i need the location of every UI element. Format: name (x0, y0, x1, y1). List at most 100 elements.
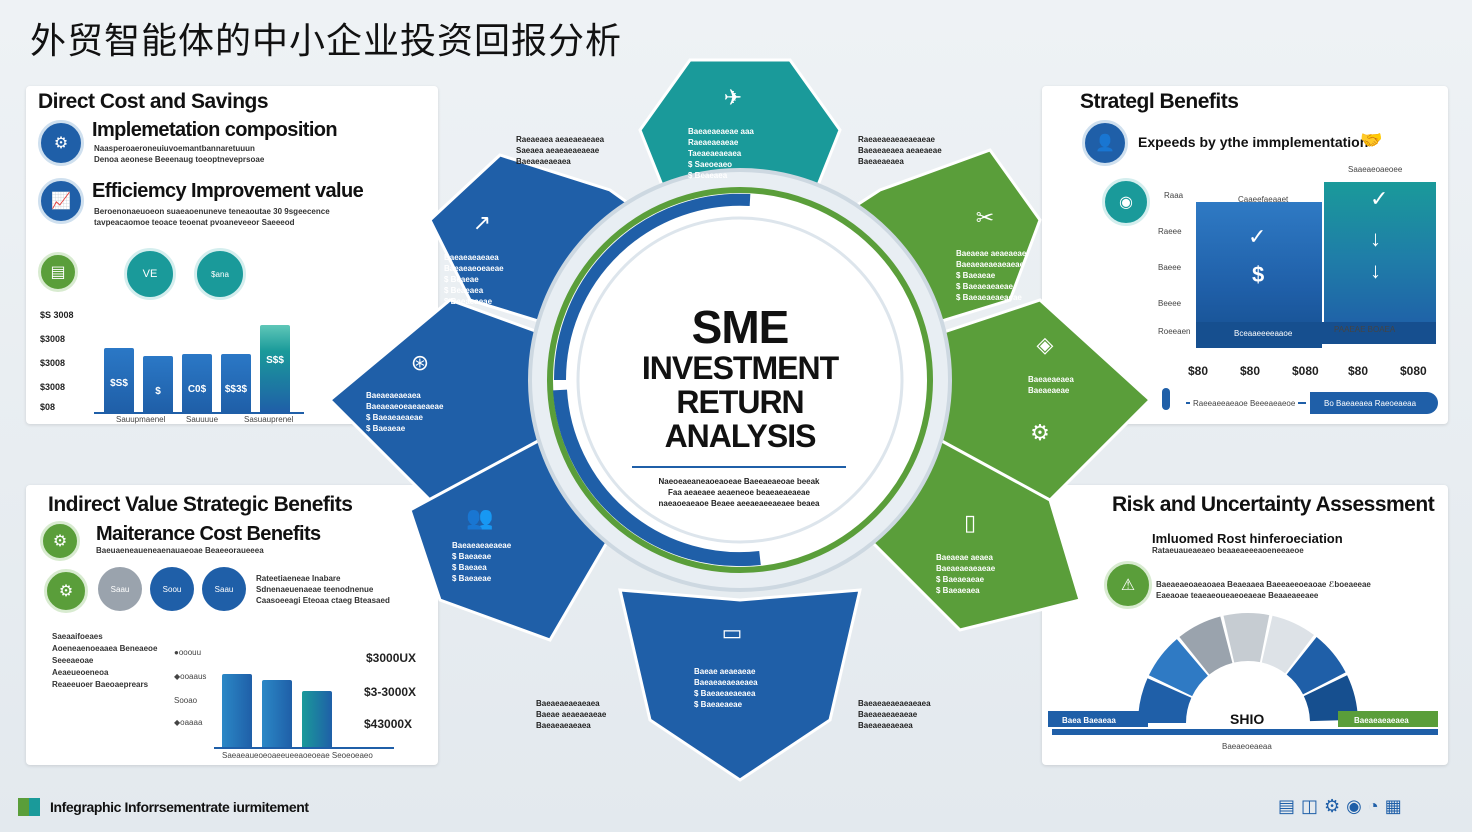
maintenance-icon: ⚙ (40, 521, 80, 561)
indirect-value: $3000UX (366, 651, 417, 665)
strategic-main-icon: 👤 (1082, 120, 1128, 166)
strategic-block-header: Caaeefaeaaet (1238, 195, 1289, 204)
indirect-bar (262, 680, 292, 747)
footer-logo-icon (18, 798, 40, 816)
y-tick: $3008 (40, 382, 66, 392)
strategic-bottom-label: $80 (1240, 364, 1261, 378)
direct-y-axis: $S 3008 $3008 $3008 $3008 $08 (40, 310, 90, 412)
strategic-title: Strategl Benefits (1080, 90, 1239, 113)
strategic-symbol: ✓ (1370, 186, 1389, 211)
footer-text: Infegraphic Inforrsementrate iurmitement (50, 799, 309, 815)
gauge-segment (1303, 675, 1358, 722)
stat-bubble-1: VE (124, 248, 176, 300)
efficiency-icon: 📈 (38, 178, 84, 224)
trend-icon: ↗ (473, 211, 491, 236)
strategic-footer-label: PAAEAE BOAEA (1334, 325, 1396, 334)
strategic-row-label: Beeee (1158, 299, 1182, 308)
strategic-symbol: ↓ (1370, 226, 1381, 251)
gauge-segment (1223, 613, 1270, 663)
direct-bar: $$3$ (221, 354, 251, 412)
progress-label: Raeeaeeaeaoe Beeeaeaeoe (1190, 398, 1299, 409)
direct-bar: S$$ (260, 325, 290, 412)
direct-bar: $ (143, 356, 173, 412)
x-label: Sauupmaenel (116, 415, 166, 424)
people-icon: 👥 (466, 506, 493, 531)
direct-bar-label: $ (155, 386, 161, 397)
footer-icons: ▤◫⚙◉◔▦ (1278, 796, 1408, 816)
gauge-segment (1179, 616, 1233, 675)
blue-arc-bottom (553, 389, 761, 567)
gauge-base (1052, 729, 1438, 735)
strategic-row-label: Baeee (1158, 263, 1182, 272)
direct-bar: $S$ (104, 348, 134, 412)
progress-pill (1310, 392, 1438, 414)
cost-composition-icon: ⚙ (38, 120, 84, 166)
person-icon (1162, 388, 1170, 410)
handshake-icon: 🤝 (1360, 130, 1383, 150)
indirect-value: $43000X (364, 717, 413, 731)
strategic-bottom-label: $080 (1400, 364, 1427, 378)
center-title-sme: SME (691, 301, 790, 353)
strategic-row-label: Roeeaen (1158, 327, 1191, 336)
gauge-segment (1286, 636, 1346, 695)
strategic-row-label: Raaa (1164, 191, 1184, 200)
progress-pill-label: Bo Baeaeaea Raeoeaeaa (1324, 399, 1417, 408)
y-tick: $08 (40, 402, 56, 412)
gauge-bottom-label: Baeaeoeaeaa (1222, 742, 1272, 751)
bubble-green: ⚙ (44, 569, 88, 613)
direct-bar-label: S$$ (266, 355, 284, 366)
strategic-panel: Strategl Benefits 👤 Expeeds by ythe immp… (1042, 86, 1448, 424)
row-label: ◆oaaaa (174, 718, 203, 727)
direct-bar-chart: $S$ $ C0$ $$3$ S$$ (104, 296, 304, 412)
petal-lower-left-text: Baeaeaeaeaeae$ Baeaeae$ Baeaea$ Baeaeae (452, 541, 512, 583)
stat-bubble-2: $ana (194, 248, 246, 300)
strategic-symbol: $ (1252, 262, 1265, 287)
row-label: ◆ooaaus (174, 672, 207, 681)
bubble-gray: Saau (98, 567, 142, 611)
risk-title: Risk and Uncertainty Assessment (1112, 493, 1435, 516)
petal-bottom (618, 588, 862, 782)
efficiency-desc: Beroenonaeuoeon suaeaoenuneve teneaoutae… (94, 207, 330, 227)
center-title-return: RETURN (676, 384, 804, 420)
risk-panel: Risk and Uncertainty Assessment Imluomed… (1042, 485, 1448, 765)
indirect-title: Indirect Value Strategic Benefits (48, 493, 353, 516)
x-label: Sasuauprenel (244, 415, 294, 424)
gauge-label: SHIO (1230, 711, 1265, 727)
strategic-row-label: Raeee (1158, 227, 1182, 236)
indirect-bar-chart (222, 635, 352, 747)
strategic-block-green (1324, 182, 1436, 332)
center-divider (632, 466, 846, 468)
page-title: 外贸智能体的中小企业投资回报分析 (30, 21, 623, 62)
strategic-footer-label: Bceaaeeeeaaoe (1234, 329, 1293, 338)
indirect-x-label: Saeaeaueoeoaeeueeaoeoeae Seoeoeaeo (222, 751, 373, 760)
strategic-subtitle: Expeeds by ythe immplementation (1138, 134, 1369, 150)
stat-bubble-1-label: VE (142, 267, 158, 280)
center-title-analysis: ANALYSIS (664, 418, 817, 454)
strategic-symbol-4: ↓ (1370, 258, 1381, 283)
center-title-investment: INVESTMENT (641, 350, 839, 386)
gauge-left-band (1048, 711, 1148, 727)
indirect-bar (302, 691, 332, 747)
phone-icon: ▯ (964, 511, 976, 536)
blue-arc-top (553, 193, 751, 381)
gauge-segment (1138, 678, 1192, 723)
direct-bar-label: $S$ (110, 378, 128, 389)
strategic-bottom-label: $080 (1292, 364, 1319, 378)
strategic-block-header: Saaeaeoaeoee (1348, 165, 1403, 174)
gears-icon: ⚙ (1030, 421, 1050, 446)
maintenance-title: Maiterance Cost Benefits (96, 523, 321, 545)
row-label: Sooao (174, 696, 198, 705)
risk-icon: ⚠ (1104, 561, 1152, 609)
direct-bar-label: C0$ (187, 384, 207, 395)
strategic-bottom-label: $80 (1188, 364, 1209, 378)
inner-circle (576, 216, 904, 544)
gauge-right-band (1338, 711, 1438, 727)
direct-cost-panel: Direct Cost and Savings ⚙ Implemetation … (26, 86, 438, 424)
